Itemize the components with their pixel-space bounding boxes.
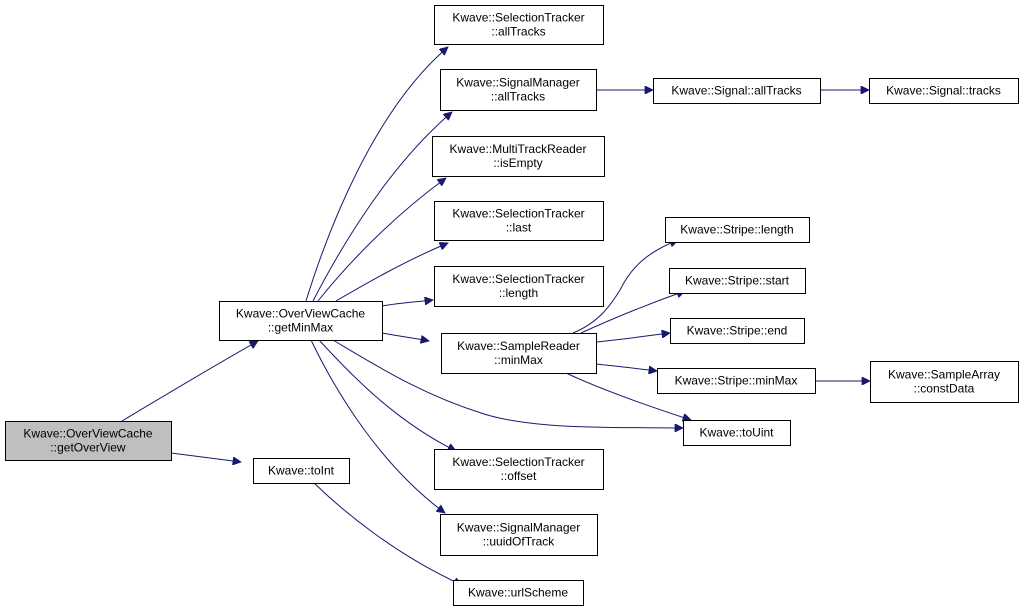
edge-getMinMax-to-selLast	[335, 243, 448, 302]
node-selAllTracks[interactable]: Kwave::SelectionTracker::allTracks	[434, 5, 604, 45]
edge-srMinMax-to-stripeEnd	[595, 333, 670, 343]
edge-getMinMax-to-srMinMax	[381, 332, 429, 341]
edge-getMinMax-to-sigMgrUuid	[310, 339, 445, 513]
node-box	[432, 136, 605, 177]
node-label-line: Kwave::SelectionTracker	[452, 455, 584, 469]
nodes-layer: Kwave::OverViewCache::getOverViewKwave::…	[5, 5, 1019, 606]
edge-getOverView-to-toInt	[170, 452, 241, 462]
edge-getMinMax-to-selAllTracks	[305, 47, 448, 302]
node-label-line: ::minMax	[494, 353, 543, 367]
node-label-line: ::allTracks	[491, 25, 545, 39]
node-mtrIsEmpty[interactable]: Kwave::MultiTrackReader::isEmpty	[432, 136, 605, 177]
node-stripeStart[interactable]: Kwave::Stripe::start	[669, 268, 806, 294]
node-box	[653, 78, 821, 104]
node-box	[670, 318, 805, 344]
node-box	[453, 580, 584, 606]
node-label-line: ::getMinMax	[268, 321, 333, 335]
node-label-line: Kwave::SampleReader	[457, 339, 580, 353]
node-selLast[interactable]: Kwave::SelectionTracker::last	[434, 201, 604, 241]
node-sigMgrAllTracks[interactable]: Kwave::SignalManager::allTracks	[440, 69, 597, 111]
node-box	[253, 458, 350, 484]
node-label-line: ::allTracks	[491, 90, 545, 104]
node-label-line: Kwave::Signal::tracks	[886, 84, 1001, 98]
node-stripeLength[interactable]: Kwave::Stripe::length	[665, 217, 810, 243]
node-selLength[interactable]: Kwave::SelectionTracker::length	[434, 266, 604, 307]
node-box	[665, 217, 810, 243]
node-label-line: ::constData	[914, 382, 975, 396]
node-stripeMinMax[interactable]: Kwave::Stripe::minMax	[657, 368, 816, 394]
node-signalAllTracks[interactable]: Kwave::Signal::allTracks	[653, 78, 821, 104]
node-box	[434, 201, 604, 241]
node-srMinMax[interactable]: Kwave::SampleReader::minMax	[441, 333, 597, 374]
node-box	[5, 421, 172, 461]
node-box	[434, 449, 604, 490]
edges-layer	[121, 47, 870, 585]
node-label-line: Kwave::SelectionTracker	[452, 207, 584, 221]
edge-srMinMax-to-toUint	[565, 372, 691, 420]
node-label-line: Kwave::OverViewCache	[236, 307, 365, 321]
node-toInt[interactable]: Kwave::toInt	[253, 458, 350, 484]
node-box	[434, 5, 604, 45]
node-label-line: Kwave::Stripe::minMax	[675, 374, 798, 388]
node-saConstData[interactable]: Kwave::SampleArray::constData	[870, 361, 1019, 403]
node-getMinMax[interactable]: Kwave::OverViewCache::getMinMax	[219, 301, 383, 341]
node-label-line: Kwave::Stripe::end	[687, 324, 788, 338]
node-box	[669, 268, 806, 294]
edge-getMinMax-to-mtrIsEmpty	[317, 178, 446, 302]
node-signalTracks[interactable]: Kwave::Signal::tracks	[869, 78, 1019, 104]
node-label-line: ::length	[499, 286, 538, 300]
edge-srMinMax-to-stripeLength	[572, 240, 678, 334]
node-label-line: Kwave::OverViewCache	[23, 427, 152, 441]
node-sigMgrUuid[interactable]: Kwave::SignalManager::uuidOfTrack	[440, 514, 598, 556]
node-label-line: Kwave::SignalManager	[457, 521, 580, 535]
node-label-line: ::getOverView	[50, 441, 125, 455]
edge-toInt-to-urlScheme	[313, 482, 462, 585]
node-label-line: Kwave::urlScheme	[468, 586, 568, 600]
node-box	[434, 266, 604, 307]
edge-getMinMax-to-selLength	[381, 300, 433, 307]
node-box	[869, 78, 1019, 104]
node-label-line: Kwave::Stripe::length	[680, 223, 793, 237]
node-box	[219, 301, 383, 341]
node-label-line: Kwave::SelectionTracker	[452, 272, 584, 286]
node-label-line: Kwave::SignalManager	[456, 76, 579, 90]
node-label-line: ::uuidOfTrack	[483, 535, 556, 549]
node-label-line: Kwave::SampleArray	[888, 368, 1000, 382]
node-urlScheme[interactable]: Kwave::urlScheme	[453, 580, 584, 606]
node-label-line: ::isEmpty	[493, 156, 542, 170]
node-box	[440, 514, 598, 556]
node-toUint[interactable]: Kwave::toUint	[683, 420, 791, 446]
node-box	[870, 361, 1019, 403]
node-box	[440, 69, 597, 111]
edge-getMinMax-to-toUint	[332, 339, 683, 428]
node-getOverView[interactable]: Kwave::OverViewCache::getOverView	[5, 421, 172, 461]
node-label-line: Kwave::toInt	[268, 464, 335, 478]
node-label-line: Kwave::SelectionTracker	[452, 11, 584, 25]
edge-srMinMax-to-stripeStart	[580, 291, 685, 334]
node-box	[683, 420, 791, 446]
edge-getMinMax-to-sigMgrAllTracks	[312, 112, 452, 302]
node-label-line: Kwave::Signal::allTracks	[671, 84, 801, 98]
node-selOffset[interactable]: Kwave::SelectionTracker::offset	[434, 449, 604, 490]
node-label-line: Kwave::MultiTrackReader	[450, 142, 587, 156]
edge-getOverView-to-getMinMax	[121, 341, 258, 422]
node-stripeEnd[interactable]: Kwave::Stripe::end	[670, 318, 805, 344]
node-label-line: ::last	[506, 221, 532, 235]
node-label-line: Kwave::Stripe::start	[685, 274, 790, 288]
node-box	[441, 333, 597, 374]
edge-getMinMax-to-selOffset	[318, 339, 456, 451]
edge-srMinMax-to-stripeMinMax	[595, 363, 657, 371]
node-box	[657, 368, 816, 394]
node-label-line: Kwave::toUint	[699, 426, 774, 440]
node-label-line: ::offset	[501, 469, 537, 483]
